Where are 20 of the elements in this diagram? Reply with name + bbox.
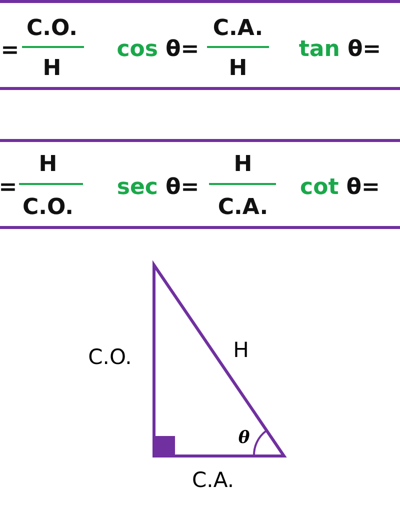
formula-term: H: [38, 152, 58, 178]
angle-label: θ: [238, 428, 250, 448]
formula-text: cos θ=: [116, 37, 200, 63]
formula-term: C.A.: [218, 195, 268, 221]
formula-term: H: [234, 152, 252, 178]
formula-term: =: [0, 38, 20, 64]
formula-text: sec θ=: [116, 175, 200, 201]
formula-term: C.O.: [26, 16, 78, 42]
formula-term: H: [228, 56, 248, 82]
formula-band: [0, 0, 400, 90]
side-label: C.A.: [192, 468, 234, 492]
formula-text: tan θ=: [298, 37, 382, 63]
formula-text: cot θ=: [300, 175, 380, 201]
side-label: H: [233, 338, 249, 362]
formula-term: H: [42, 56, 62, 82]
formula-term: C.A.: [212, 16, 264, 42]
formula-band: [0, 139, 400, 229]
formula-term: =: [0, 175, 18, 201]
side-label: C.O.: [88, 345, 132, 369]
formula-term: C.O.: [22, 195, 74, 221]
